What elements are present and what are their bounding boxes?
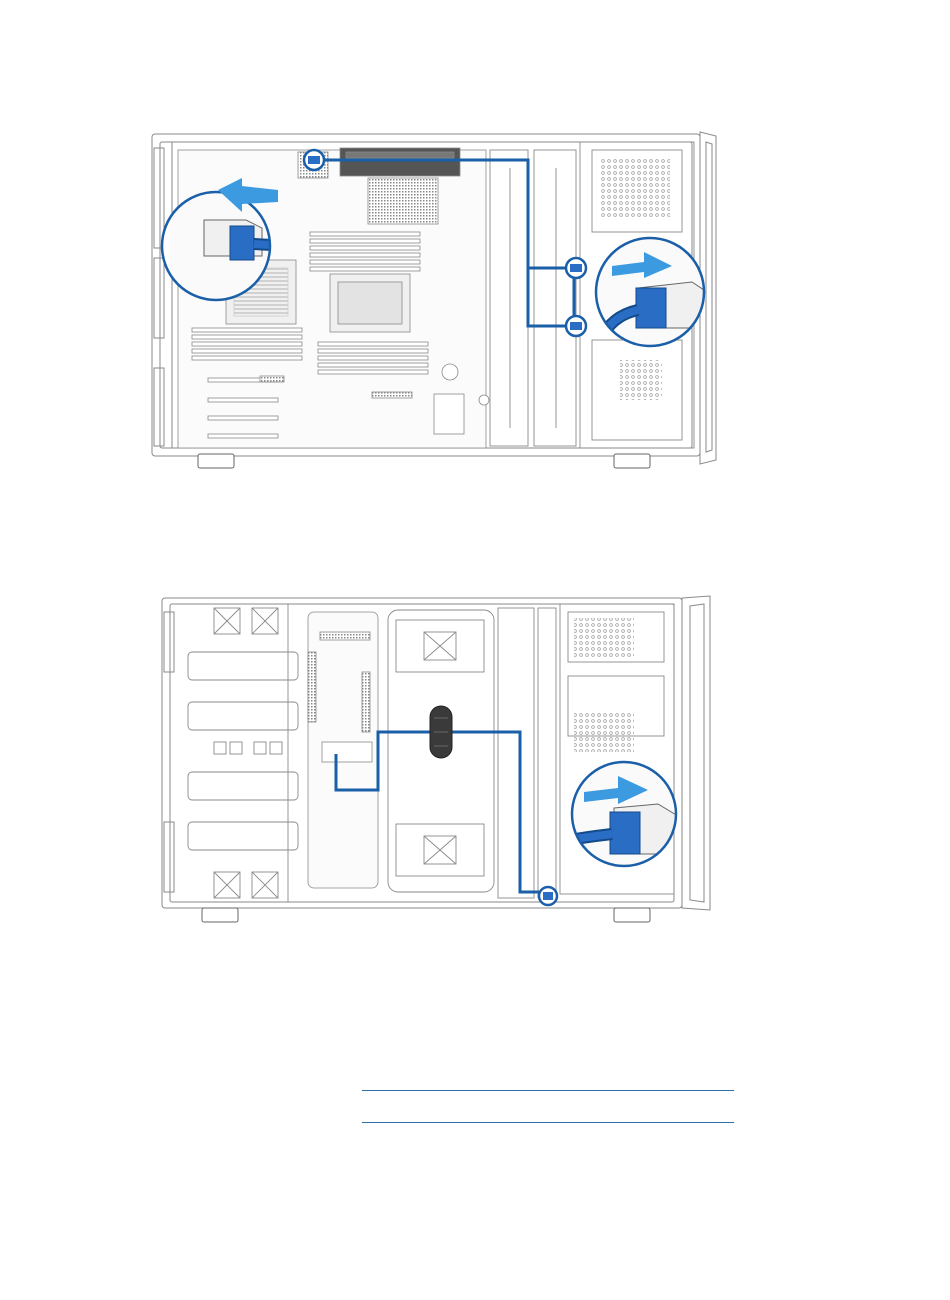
- magnifier-callout-right: [596, 238, 710, 348]
- drive-vent-top: [600, 158, 670, 218]
- connector-callout-icon: [304, 150, 324, 170]
- horizontal-rule: [362, 1090, 734, 1091]
- drive-vent-bottom: [620, 360, 662, 400]
- magnifier-callout-right: [568, 762, 680, 872]
- cable-routing-diagram-1: [150, 128, 722, 474]
- connector-callout-icon: [566, 316, 586, 336]
- cable-routing-diagram-2: [158, 592, 716, 924]
- expansion-bay: [188, 604, 298, 902]
- connector-callout-icon: [566, 258, 586, 278]
- cable-clip-icon: [430, 706, 452, 758]
- controller-board: [308, 612, 378, 888]
- drive-vent-mid: [574, 712, 634, 752]
- fan-icon: [214, 608, 278, 898]
- drive-vent-top: [574, 618, 634, 658]
- horizontal-rule: [362, 1122, 734, 1123]
- connector-callout-icon: [539, 887, 557, 905]
- chassis-feet: [202, 908, 650, 922]
